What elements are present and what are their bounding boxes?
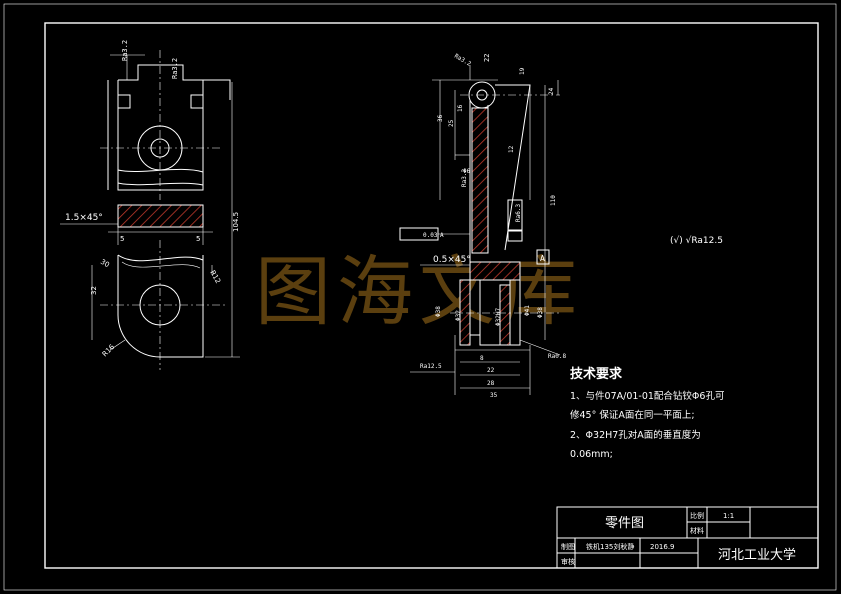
tech-req-line-3: 2、Φ32H7孔对A面的垂直度为 <box>570 429 701 441</box>
dim-32: 32 <box>90 286 98 295</box>
drawn-by: 铁机135刘秋静 <box>586 542 634 551</box>
scale-label: 比例 <box>690 511 704 520</box>
r-ra63: Ra6.3 <box>515 204 522 222</box>
check-label: 审核 <box>561 557 575 566</box>
r-dim-22: 22 <box>483 54 491 62</box>
r-phi32: Φ32 <box>455 310 462 321</box>
outer-frame <box>3 3 837 591</box>
section-strip <box>60 204 213 245</box>
default-surface-finish: (√) √Ra12.5 <box>670 235 723 246</box>
drawing-name: 零件图 <box>605 516 644 531</box>
section-view <box>399 65 561 395</box>
r-dim-25: 25 <box>448 119 455 127</box>
dim-r16: R16 <box>101 343 117 359</box>
r-dim-36: 36 <box>437 114 444 122</box>
r-dim-28: 28 <box>487 380 495 387</box>
front-view <box>91 82 240 370</box>
r-dim-35: 35 <box>490 392 498 399</box>
r-dim-12: 12 <box>508 145 515 153</box>
r-dim-8: 8 <box>480 355 484 362</box>
dim-5b: 5 <box>196 235 200 243</box>
dim-104-5: 104.5 <box>232 212 240 232</box>
tech-req-line-2: 修45° 保证A面在同一平面上; <box>570 409 695 421</box>
inner-frame <box>44 22 819 569</box>
dim-5a: 5 <box>120 235 124 243</box>
r-phi6: Φ6 <box>463 168 471 175</box>
tol-datum: A <box>440 232 444 239</box>
r-phi38: Φ38 <box>435 306 442 317</box>
r-ra32c: Ra3.2 <box>461 169 468 187</box>
material-label: 材料 <box>690 526 704 535</box>
chamfer-0-5: 0.5×45° <box>433 255 471 265</box>
r-ra08: Ra0.8 <box>548 353 566 360</box>
university-name: 河北工业大学 <box>718 547 796 563</box>
tech-req-title: 技术要求 <box>570 366 623 382</box>
top-ra32a: Ra3.2 <box>121 40 129 61</box>
r-dim-16: 16 <box>457 104 464 112</box>
tech-req-line-4: 0.06mm; <box>570 449 613 460</box>
tech-req-line-1: 1、与件07A/01-01配合钻铰Φ6孔可 <box>570 390 724 402</box>
dim-30: 30 <box>99 258 111 269</box>
r-dim-22b: 22 <box>487 367 495 374</box>
r-ra125: Ra12.5 <box>420 363 442 370</box>
scale-value: 1:1 <box>723 512 734 520</box>
dim-r12: R12 <box>208 269 222 285</box>
r-phi32h7: Φ32H7 <box>495 308 502 326</box>
r-phi41: Φ41 <box>524 305 531 316</box>
top-view <box>100 50 231 200</box>
r-dim-19: 19 <box>519 67 526 75</box>
chamfer-1-5: 1.5×45° <box>65 213 103 223</box>
watermark-text: 图海文库 <box>255 247 583 336</box>
r-ra32d: Ra3.2 <box>453 53 472 68</box>
tol-value: 0.03 <box>423 232 438 239</box>
datum-a: A <box>540 254 545 263</box>
drawn-label: 制图 <box>561 542 575 551</box>
r-phi38b: Φ38 <box>537 307 544 318</box>
r-dim-24: 24 <box>548 87 555 95</box>
top-ra32b: Ra3.2 <box>171 58 179 79</box>
title-block <box>556 506 819 569</box>
r-dim-110: 110 <box>550 195 557 206</box>
drawing-date: 2016.9 <box>650 543 675 551</box>
